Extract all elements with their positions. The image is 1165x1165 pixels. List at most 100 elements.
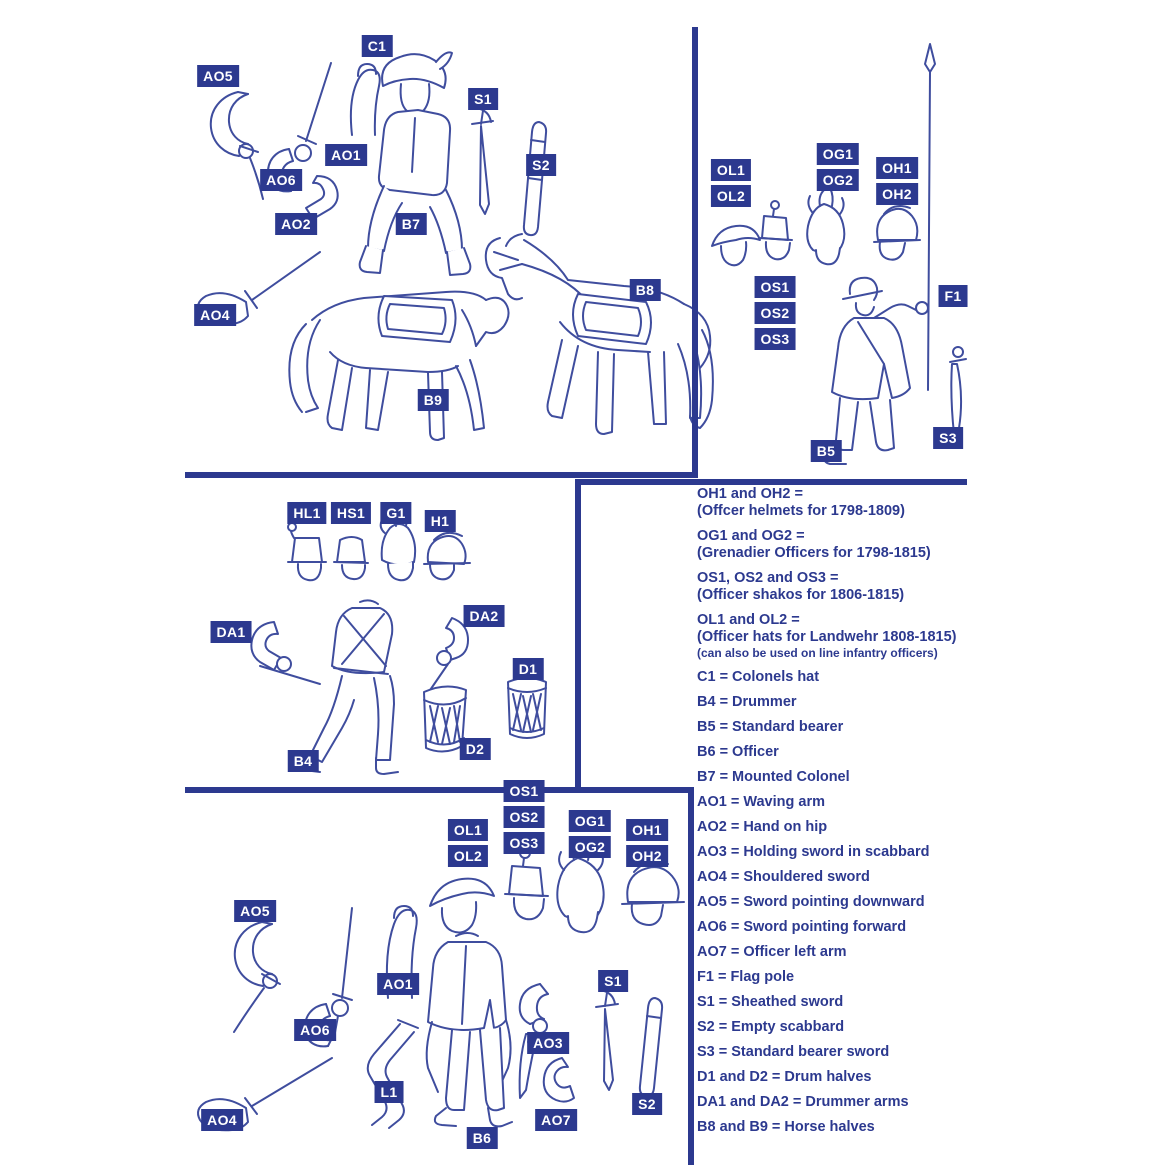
flag-pole-icon <box>924 43 936 391</box>
legend-entry: AO5 = Sword pointing downward <box>697 894 1165 911</box>
legend-note: (can also be used on line infantry offic… <box>697 646 938 660</box>
badge-of-ol2: OL2 <box>447 845 489 867</box>
badge-dr-da1: DA1 <box>210 621 252 643</box>
legend-term: AO5 = Sword pointing downward <box>697 894 925 910</box>
empty-scabbard-b-icon <box>638 997 664 1098</box>
divider-top-vertical <box>692 27 698 478</box>
badge-of-oh1: OH1 <box>626 819 668 841</box>
legend-term: AO4 = Shouldered sword <box>697 869 870 885</box>
legend-term: B4 = Drummer <box>697 694 797 710</box>
legend-term: DA1 and DA2 = Drummer arms <box>697 1094 909 1110</box>
officer-left-arm-icon <box>542 1057 575 1103</box>
legend-entry: D1 and D2 = Drum halves <box>697 1069 1165 1086</box>
badge-of-ao3: AO3 <box>527 1032 569 1054</box>
badge-mc-b8: B8 <box>629 279 661 301</box>
badge-dr-d1: D1 <box>512 658 544 680</box>
legend-entry: DA1 and DA2 = Drummer arms <box>697 1094 1165 1111</box>
legend-term: S3 = Standard bearer sword <box>697 1044 890 1060</box>
legend-entry: B7 = Mounted Colonel <box>697 769 1165 786</box>
legend-entry: AO4 = Shouldered sword <box>697 869 1165 886</box>
badge-dr-b4: B4 <box>287 750 319 772</box>
legend-entry: S2 = Empty scabbard <box>697 1019 1165 1036</box>
helmet-head-b-icon <box>621 860 685 926</box>
divider-bottom-vertical <box>688 787 694 1165</box>
standard-bearer-figure-icon <box>823 276 929 465</box>
badge-sb-s3: S3 <box>933 427 963 449</box>
badge-sb-os2: OS2 <box>754 302 796 324</box>
badge-of-l1: L1 <box>374 1081 404 1103</box>
badge-mc-ao5: AO5 <box>197 65 239 87</box>
badge-mc-c1: C1 <box>361 35 393 57</box>
badge-dr-g1: G1 <box>380 502 412 524</box>
plume-head-b-icon <box>556 839 605 934</box>
legend-entry: OG1 and OG2 = (Grenadier Officers for 17… <box>697 528 1165 562</box>
badge-dr-h1: H1 <box>424 510 456 532</box>
legend-term: AO6 = Sword pointing forward <box>697 919 907 935</box>
helmet-head-icon <box>873 205 921 261</box>
legend-desc: (Grenadier Officers for 1798-1815) <box>697 545 931 561</box>
drummer-arm-da1-icon <box>250 621 321 685</box>
legend-term: OG1 and OG2 = <box>697 528 805 544</box>
legend-desc: (Officer hats for Landwehr 1808-1815) <box>697 629 957 645</box>
legend-term: AO2 = Hand on hip <box>697 819 828 835</box>
divider-middle-horizontal <box>578 479 967 485</box>
legend-entry: OH1 and OH2 = (Offcer helmets for 1798-1… <box>697 486 1165 520</box>
badge-mc-s2: S2 <box>526 154 556 176</box>
sword-downward-arm-b-icon <box>233 921 281 1033</box>
hand-on-hip-arm-icon <box>305 175 339 220</box>
legend-entry: AO6 = Sword pointing forward <box>697 919 1165 936</box>
legend-entry: B6 = Officer <box>697 744 1165 761</box>
badge-sb-oh1: OH1 <box>876 157 918 179</box>
badge-mc-ao6: AO6 <box>260 169 302 191</box>
bicorne-head-icon <box>711 224 761 267</box>
legend-term: AO7 = Officer left arm <box>697 944 847 960</box>
badge-of-os3: OS3 <box>503 832 545 854</box>
badge-of-ao7: AO7 <box>535 1109 577 1131</box>
shako-head-b-icon <box>504 847 549 921</box>
badge-mc-ao2: AO2 <box>275 213 317 235</box>
badge-dr-d2: D2 <box>459 738 491 760</box>
legend-term: AO3 = Holding sword in scabbard <box>697 844 930 860</box>
badge-of-os2: OS2 <box>503 806 545 828</box>
badge-mc-s1: S1 <box>468 88 498 110</box>
divider-bottom-horizontal <box>185 787 694 793</box>
parts-legend: OH1 and OH2 = (Offcer helmets for 1798-1… <box>697 486 1165 1144</box>
badge-of-ao6: AO6 <box>294 1019 336 1041</box>
legend-term: S2 = Empty scabbard <box>697 1019 845 1035</box>
legend-desc: (Officer shakos for 1806-1815) <box>697 587 905 603</box>
legend-term: OS1, OS2 and OS3 = <box>697 570 839 586</box>
legend-entry: C1 = Colonels hat <box>697 669 1165 686</box>
drummer-shako-plume-head-icon <box>287 521 327 582</box>
legend-term: C1 = Colonels hat <box>697 669 820 685</box>
legend-term: S1 = Sheathed sword <box>697 994 844 1010</box>
badge-dr-hl1: HL1 <box>287 502 327 524</box>
drummer-grenadier-cap-head-icon <box>379 509 417 582</box>
badge-sb-ol1: OL1 <box>710 159 752 181</box>
sword-downward-arm-icon <box>209 91 264 200</box>
badge-of-og1: OG1 <box>568 810 612 832</box>
badge-of-b6: B6 <box>466 1127 498 1149</box>
badge-of-ao5: AO5 <box>234 900 276 922</box>
legend-term: B6 = Officer <box>697 744 779 760</box>
badge-mc-b9: B9 <box>417 389 449 411</box>
officer-figure-icon <box>425 932 513 1128</box>
legend-entry: F1 = Flag pole <box>697 969 1165 986</box>
badge-mc-ao4: AO4 <box>194 304 236 326</box>
legend-term: F1 = Flag pole <box>697 969 795 985</box>
legend-desc: (Offcer helmets for 1798-1809) <box>697 503 905 519</box>
sheathed-sword-b-icon <box>595 985 619 1091</box>
legend-term: OL1 and OL2 = <box>697 612 800 628</box>
legend-entry: B4 = Drummer <box>697 694 1165 711</box>
badge-of-s1: S1 <box>598 970 628 992</box>
divider-top-horizontal <box>185 472 697 478</box>
standard-bearer-sword-icon <box>949 346 967 435</box>
badge-sb-f1: F1 <box>938 285 968 307</box>
drummer-arm-da2-icon <box>425 617 469 697</box>
legend-term: B7 = Mounted Colonel <box>697 769 850 785</box>
legend-entry: S1 = Sheathed sword <box>697 994 1165 1011</box>
drummer-helmet-head-icon <box>423 531 471 581</box>
badge-of-oh2: OH2 <box>626 845 668 867</box>
badge-of-ao4: AO4 <box>201 1109 243 1131</box>
legend-entry: B8 and B9 = Horse halves <box>697 1119 1165 1136</box>
